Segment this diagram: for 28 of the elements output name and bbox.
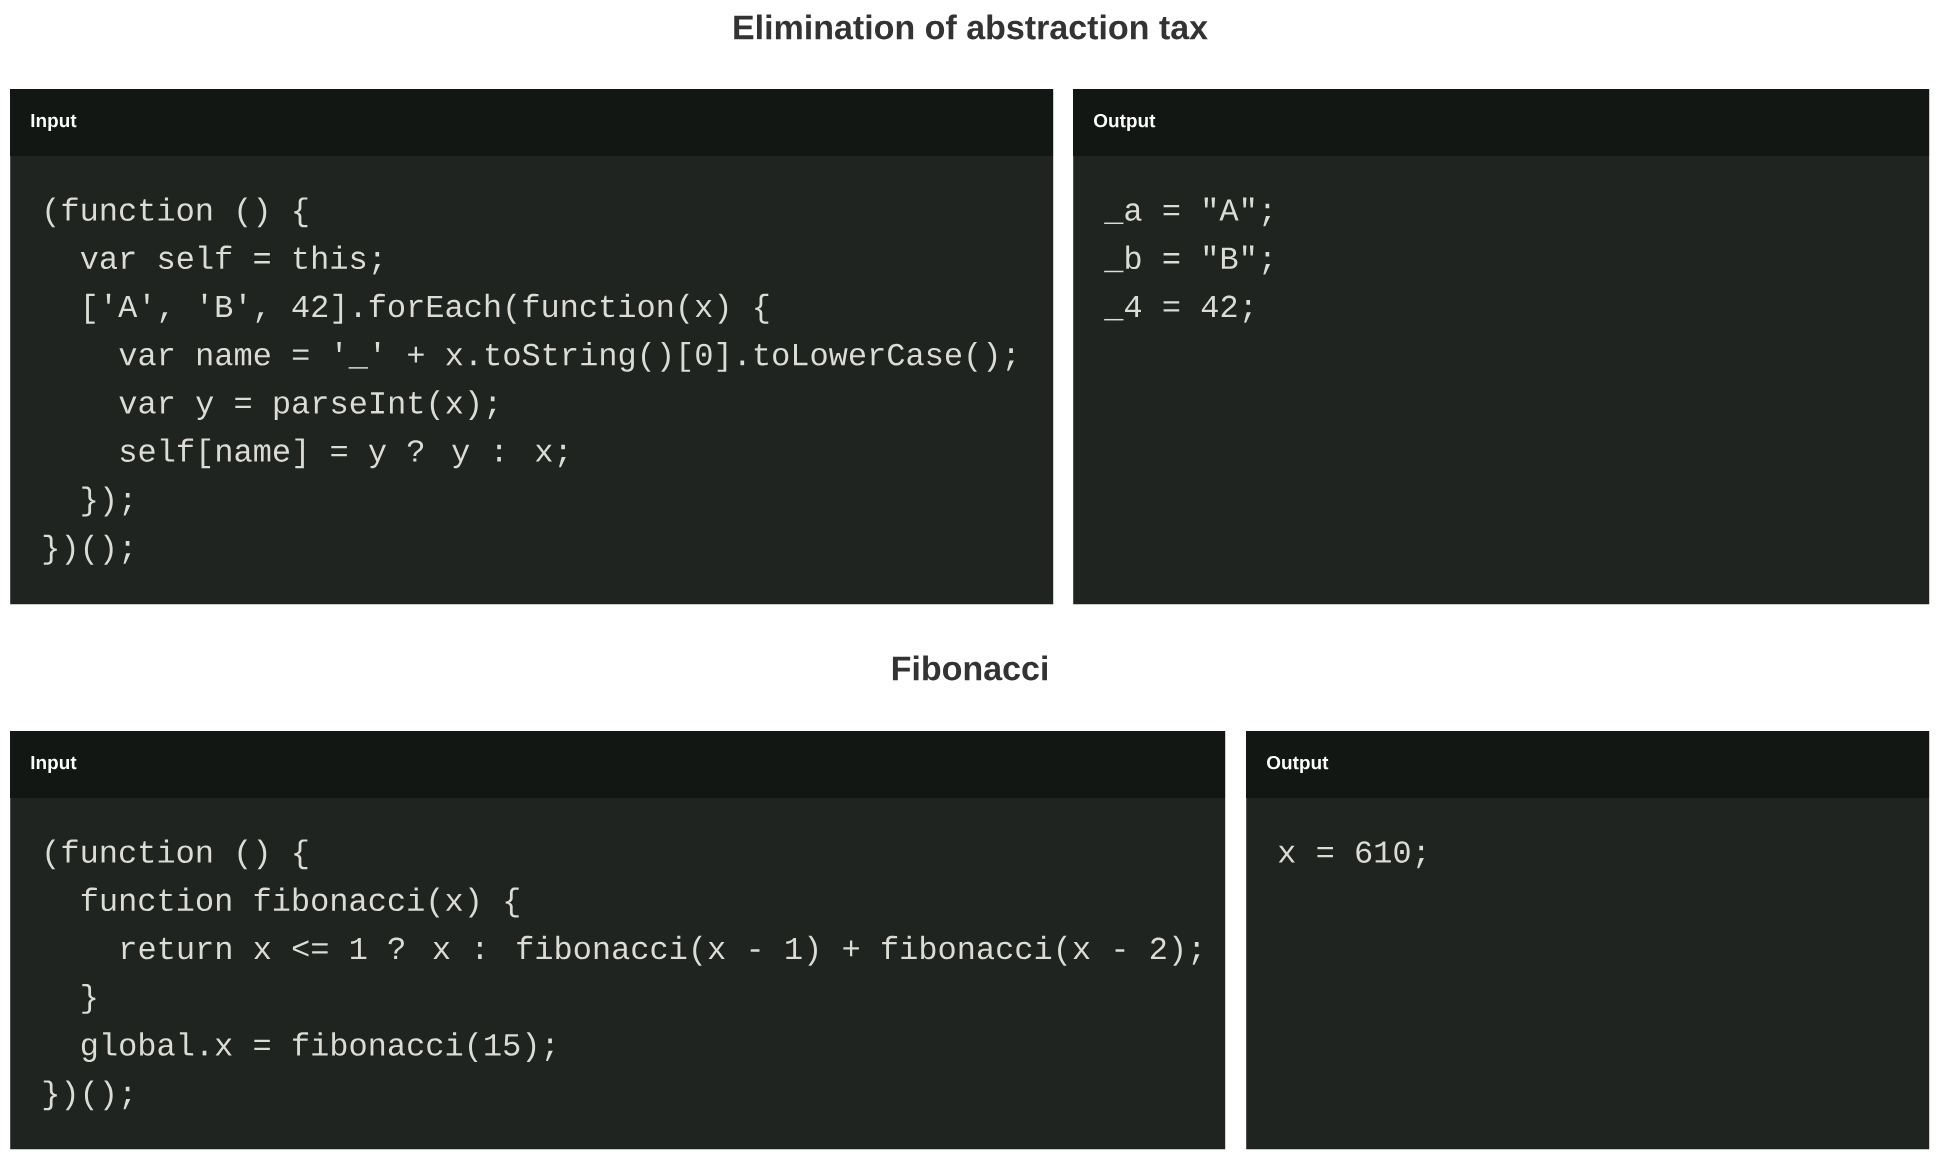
code-line: _b = "B"; bbox=[1104, 245, 1271, 275]
code-line: global.x = fibonacci(15); bbox=[81, 1032, 553, 1063]
code-line: })(); bbox=[43, 534, 131, 565]
code-line: (function () { bbox=[46, 839, 308, 870]
code-line: (function () { bbox=[46, 197, 308, 228]
code-panel bbox=[10, 731, 1226, 1150]
code-line: _a = "A"; bbox=[1104, 197, 1271, 227]
panel-header: Output bbox=[1246, 731, 1929, 798]
code-line: x = 610; bbox=[1278, 841, 1424, 869]
code-line: var name = '_' + x.toString()[0].toLowerCase(); bbox=[119, 342, 1014, 372]
code-line: ['A', 'B', 42].forEach(function(x) { bbox=[86, 293, 769, 324]
code-panel bbox=[1073, 89, 1930, 605]
code-line: self[name] = y ? y : x; bbox=[120, 438, 566, 469]
code-panel bbox=[1246, 731, 1930, 1150]
code-line: }); bbox=[82, 486, 131, 517]
code-line: var y = parseInt(x); bbox=[119, 390, 496, 421]
section-title: Elimination of abstraction tax bbox=[734, 14, 1208, 40]
code-line: } bbox=[82, 984, 96, 1014]
code-line: })(); bbox=[43, 1080, 131, 1111]
code-line: _4 = 42; bbox=[1104, 295, 1251, 323]
section-title: Fibonacci bbox=[892, 655, 1047, 681]
code-line: var self = this; bbox=[80, 245, 380, 275]
code-line: function fibonacci(x) { bbox=[81, 887, 519, 918]
code-panel bbox=[10, 89, 1054, 605]
panel-header: Input bbox=[10, 89, 1053, 156]
code-line: return x <= 1 ? x : fibonacci(x - 1) + fibonacci(x - 2); bbox=[122, 935, 1200, 966]
panel-header: Input bbox=[10, 731, 1225, 798]
panel-header: Output bbox=[1073, 89, 1929, 156]
